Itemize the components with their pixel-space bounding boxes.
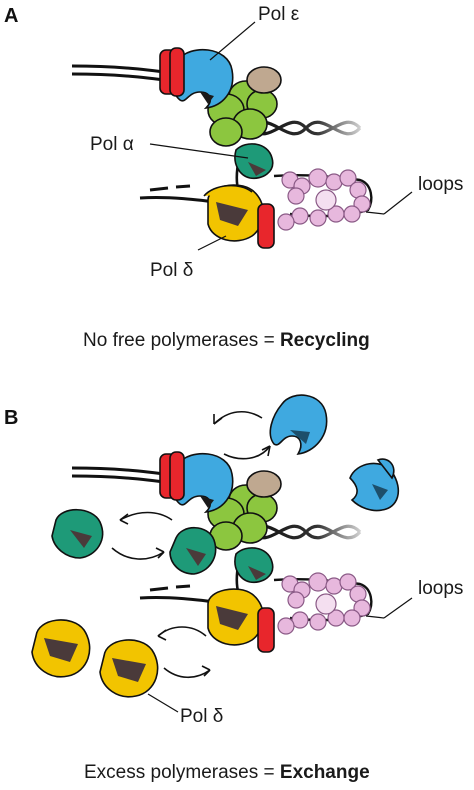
caption-a-bold: Recycling xyxy=(280,330,370,351)
caption-b-prefix: Excess polymerases = xyxy=(84,762,280,783)
caption-a-prefix: No free polymerases = xyxy=(83,330,280,351)
parental-dna-duplex xyxy=(250,120,362,136)
free-pol-alpha-1 xyxy=(51,508,104,559)
pol-delta-label-b: Pol δ xyxy=(180,706,223,727)
free-pol-alpha-2 xyxy=(169,526,217,575)
rpa-coated-loop xyxy=(273,168,373,231)
panel-b-letter: B xyxy=(4,407,18,429)
pol-epsilon xyxy=(171,48,234,110)
pol-epsilon-label: Pol ε xyxy=(258,4,300,25)
pcna-clamp-delta xyxy=(257,203,275,249)
pcna-clamp xyxy=(159,47,185,97)
leader-lines-a xyxy=(149,21,413,251)
caption-b-bold: Exchange xyxy=(280,762,370,783)
pcna-clamp-delta-b xyxy=(257,607,275,653)
exchange-arrows xyxy=(111,411,271,679)
pol-epsilon-b xyxy=(171,452,234,514)
ctf4-subunit-b xyxy=(246,470,282,498)
free-pol-epsilon xyxy=(269,394,328,455)
pol-delta-label: Pol δ xyxy=(150,260,193,281)
panel-a-letter: A xyxy=(4,5,18,27)
free-pol-delta-1 xyxy=(31,619,91,678)
panel-b: B xyxy=(4,394,463,783)
rpa-coated-loop-b xyxy=(273,572,373,635)
pol-delta-b xyxy=(207,588,265,646)
ctf4-subunit xyxy=(246,66,282,94)
caption-b: Excess polymerases = Exchange xyxy=(84,762,370,783)
leader-lines-b xyxy=(147,597,413,713)
parental-dna-duplex-b xyxy=(250,524,362,540)
pol-alpha xyxy=(234,143,274,180)
pol-alpha-b xyxy=(234,547,274,584)
pol-delta xyxy=(203,184,265,242)
free-pol-delta-2 xyxy=(99,639,159,698)
loops-label: loops xyxy=(418,174,463,195)
caption-a: No free polymerases = Recycling xyxy=(83,330,370,351)
panel-a: A xyxy=(4,4,463,351)
loops-label-b: loops xyxy=(418,578,463,599)
pcna-clamp-b xyxy=(159,451,185,501)
free-pol-epsilon-2 xyxy=(349,458,400,512)
cmg-helicase-b xyxy=(207,484,278,551)
pol-alpha-label: Pol α xyxy=(90,134,134,155)
